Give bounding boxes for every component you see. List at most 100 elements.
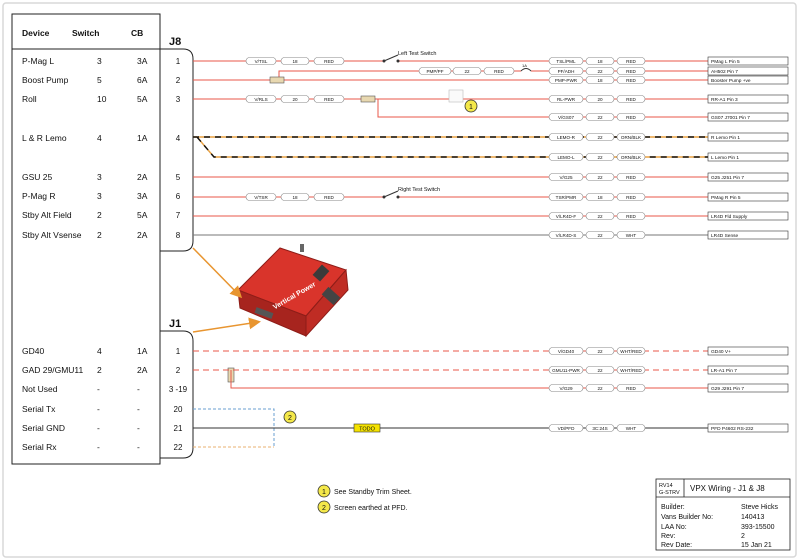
wire-label-vg29_gauge: 22 [585,384,615,392]
wire-label-vg29: V/G29 [548,384,584,392]
wire-label-text-vg25: V/G25 [559,175,572,180]
wire-label-text-vrls_gauge: 20 [292,97,298,102]
wire-label-text-vdpfd_gauge: 3C:24S [592,426,607,431]
wire-label-vg25: V/G25 [548,173,584,181]
circuit-breaker-4: 2A [137,172,148,182]
wire-label-text-vtsl_color: RED [324,59,334,64]
destination-dest_j1_2a: LR-A1 Pin 7 [707,365,789,375]
destination-text-dest4b: L Lemo Pin 1 [711,155,739,161]
title-block: RV14 G-STRV VPX Wiring - J1 & J8 Builder… [655,478,791,551]
wire-label-gmu11_gauge: 22 [585,366,615,374]
j8-pin-2: 3 [176,95,181,104]
wire-label-vtsl_gauge: 18 [280,57,310,65]
switch-number-11: - [97,404,100,414]
wire-label-vtsr: V/TSR [245,193,277,201]
j8-pin-3: 4 [176,134,181,143]
wire-label-text-vtsr_color: RED [324,195,334,200]
destination-text-dest_j1_1: GD40 V+ [711,349,731,355]
wire-label-text-vlr4df: V/LR4D-F [556,214,577,219]
wire-label-text-gmu11: GMU11-PWR [552,368,580,373]
destination-dest3b: GS07 J7001 Pin 7 [707,112,789,122]
vertical-power-unit: Vertical Power [237,244,349,338]
wire-label-text-vg29: V/G29 [559,386,572,391]
wire-label-text-vgs07: V/GS07 [558,115,575,120]
wire-label-vlr4df_gauge: 22 [585,212,615,220]
wire-label-vg25_color: RED [616,173,646,181]
wire-label-text-tspml_gauge: 18 [597,59,603,64]
wire-label-tspml_color: RED [616,57,646,65]
wire-label-text-vlr4df_gauge: 22 [597,214,603,219]
circuit-breaker-7: 2A [137,230,148,240]
wire-label-vdpfd_color: WHT [616,424,646,432]
wire-label-vtsl: V/TSL [245,57,277,65]
wire-label-text-lemol: LEMO-L [557,155,575,160]
destination-dest_j1_2b: G29 J291 Pin 7 [707,383,789,393]
date-value: 15 Jan 21 [741,542,772,549]
wire-label-text-vlr4ds_gauge: 22 [597,233,603,238]
switch-number-8: 4 [97,346,102,356]
wire-label-text-vg25_gauge: 22 [597,175,603,180]
device-name-6: Stby Alt Field [22,210,72,220]
wire-label-lemol_color: ORN/BLK [616,153,646,161]
wire-label-vgs07_color: RED [616,113,646,121]
destination-text-dest_j1_serial: PFD P4602 RS-232 [711,426,754,432]
title-rev-code: RV14 [659,483,673,489]
legend-note-1-num: 1 [322,489,326,496]
splice-pin3 [360,95,376,103]
wire-label-rlpwr_gauge: 20 [585,95,615,103]
circuit-breaker-5: 3A [137,191,148,201]
circuit-breaker-3: 1A [137,133,148,143]
device-name-9: GAD 29/GMU11 [22,365,84,375]
j1-pin-5: 22 [174,443,183,452]
wire-label-text-vgs07_gauge: 22 [597,115,603,120]
vans-label: Vans Builder No: [661,514,713,521]
wire-label-tspml: TSL/PML [548,57,584,65]
col-header-device: Device [22,28,50,38]
switch-number-4: 3 [97,172,102,182]
wire-label-pfadh_gauge: 22 [585,67,615,75]
destination-dest_j1_serial: PFD P4602 RS-232 [707,423,789,433]
switch-number-9: 2 [97,365,102,375]
wire-label-vrls: V/RLS [245,95,277,103]
wire-label-lemor_gauge: 22 [585,133,615,141]
device-name-1: Boost Pump [22,75,69,85]
destination-text-dest2a: AH502 Pin 7 [711,69,738,75]
wire-label-text-pfadh_gauge: 22 [597,69,603,74]
destination-dest3a: RR-A1 Pin 3 [707,94,789,104]
wire-label-vdpfd: VD/PFD [548,424,584,432]
wire-label-text-vtsr: V/TSR [254,195,268,200]
title-text: VPX Wiring - J1 & J8 [690,484,765,493]
date-label: Rev Date: [661,542,692,549]
circuit-breaker-10: - [137,384,140,394]
destination-text-dest5: G25 J251 Pin 7 [711,175,744,181]
wire-label-pmppf: PMP/PF [418,67,452,75]
col-header-cb: CB [131,28,143,38]
wire-label-vg25_gauge: 22 [585,173,615,181]
wire-label-text-rlpwr: RL-PWR [557,97,576,102]
circuit-breaker-6: 5A [137,210,148,220]
device-name-4: GSU 25 [22,172,53,182]
wire-label-text-lemol_color: ORN/BLK [621,155,642,160]
wire-label-text-lemol_gauge: 22 [597,155,603,160]
wire-label-text-pfadh: PF/ADH [558,69,575,74]
wire-label-text-vgd40_color: WHT/RED [620,349,642,354]
wire-label-vgs07: V/GS07 [548,113,584,121]
legend-note-2-text: Screen earthed at PFD. [334,505,408,512]
legend-note-1-text: See Standby Trim Sheet. [334,489,412,496]
wire-label-vtsl_color: RED [313,57,345,65]
device-name-10: Not Used [22,384,58,394]
wire-label-text-gmu11_color: WHT/RED [620,368,642,373]
destination-text-dest3b: GS07 J7001 Pin 7 [711,115,750,121]
connector-j1-label: J1 [169,318,181,330]
destination-text-dest2b: Booster Pump +ve [711,78,751,84]
device-name-0: P-Mag L [22,56,54,66]
splice-pin2 [269,76,285,84]
wire-label-text-tsrpmr_gauge: 18 [597,195,603,200]
wire-label-vrls_color: RED [313,95,345,103]
todo-label: TODO [359,427,376,433]
wire-label-text-vlr4ds: V/LR4D-S [556,233,577,238]
wire-label-pfadh_color: RED [616,67,646,75]
todo-box [353,423,381,433]
